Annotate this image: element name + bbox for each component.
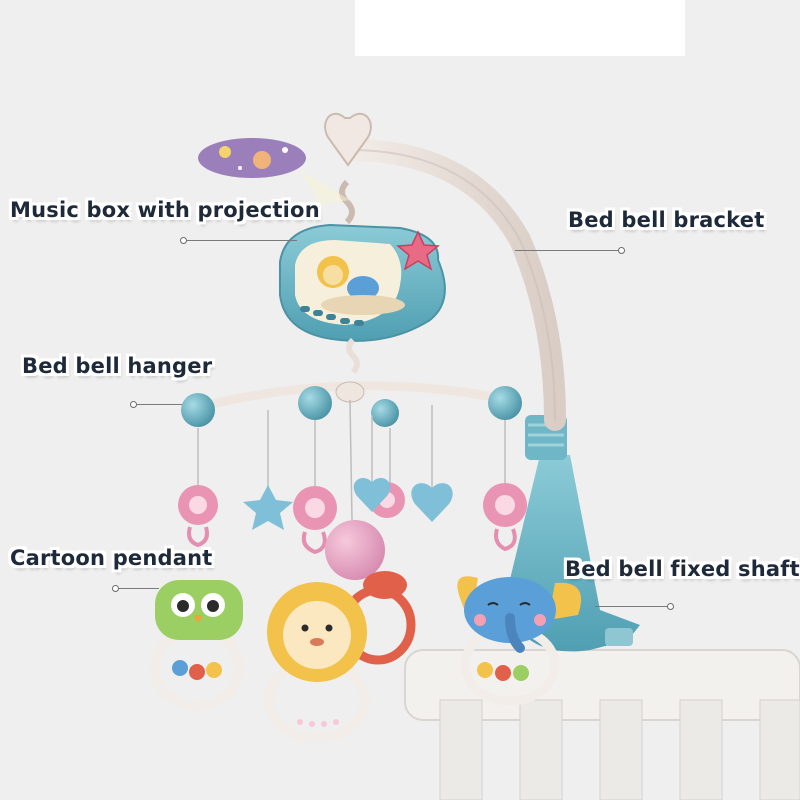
blue-heart [411,483,453,522]
label-music-box: Music box with projection [10,198,320,222]
hanging-ornaments [178,477,527,580]
owl-rattle [150,580,244,711]
leader-line [595,606,667,607]
pink-flower [178,485,218,548]
leader-dot [130,401,137,408]
cartoon-pendants [150,571,582,743]
hanger-bar [181,381,522,427]
elephant-rattle [457,576,582,706]
pink-flower [293,486,337,555]
leader-line [515,250,618,251]
leader-dot [667,603,674,610]
leader-line [187,240,297,241]
leader-line [119,588,159,589]
projection-image [198,138,350,205]
pink-ball [325,520,385,580]
leader-dot [112,585,119,592]
top-white-card [355,0,685,56]
music-box [279,223,446,375]
label-bracket: Bed bell bracket [568,208,765,232]
pink-flower [483,483,527,552]
blue-heart [353,477,391,512]
blue-star [243,485,293,530]
leader-dot [618,247,625,254]
label-shaft: Bed bell fixed shaft [565,557,800,581]
label-pendant: Cartoon pendant [10,546,213,570]
leader-dot [180,237,187,244]
label-hanger: Bed bell hanger [22,354,213,378]
bracket-arm [324,112,566,431]
lion-rattle [264,582,370,743]
hanging-strings [197,399,506,521]
leader-line [137,404,182,405]
